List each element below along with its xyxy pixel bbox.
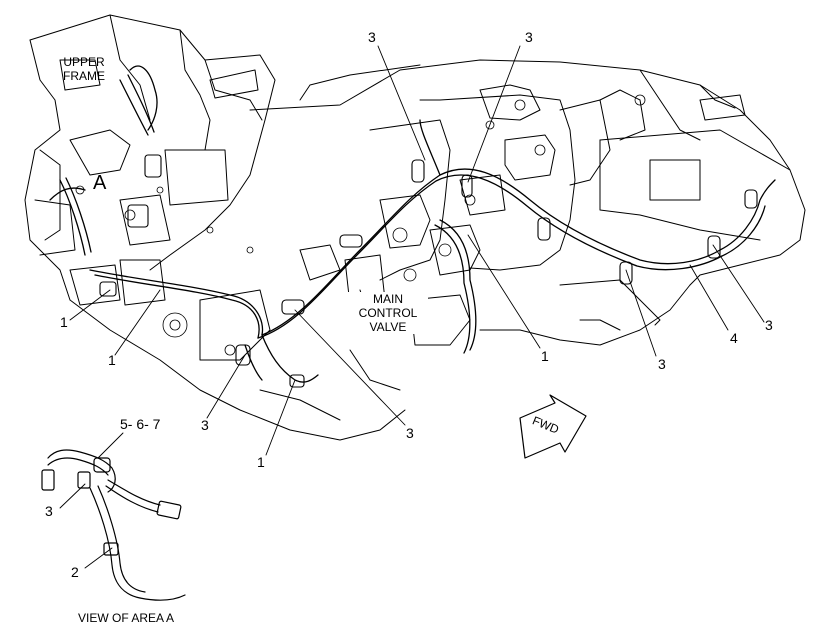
callout-1-right-mid: 1 bbox=[541, 348, 549, 364]
mounting-details bbox=[75, 94, 646, 356]
callout-3-center-bottom: 3 bbox=[406, 425, 414, 441]
callout-1-left-upper: 1 bbox=[60, 314, 68, 330]
callout-3-right-mid: 3 bbox=[658, 356, 666, 372]
callout-1-left-lower: 1 bbox=[108, 352, 116, 368]
upper-frame-label: UPPER FRAME bbox=[63, 55, 105, 83]
main-control-valve-label: MAIN CONTROL VALVE bbox=[348, 292, 428, 334]
callout-3-top-left: 3 bbox=[368, 29, 376, 45]
callout-3-top-right: 3 bbox=[525, 29, 533, 45]
callout-1-center-bottom: 1 bbox=[257, 454, 265, 470]
callout-3-far-right: 3 bbox=[765, 317, 773, 333]
area-a-detail-view bbox=[41, 449, 186, 601]
hose-clamps bbox=[99, 154, 758, 388]
callout-3-area-a-left: 3 bbox=[45, 503, 53, 519]
callout-5-6-7: 5- 6- 7 bbox=[120, 416, 161, 432]
wiring-harness bbox=[49, 65, 776, 383]
leader-lines bbox=[59, 45, 765, 569]
upper-frame-outline bbox=[24, 14, 406, 441]
callout-4-right: 4 bbox=[730, 330, 738, 346]
main-control-valve-outline bbox=[69, 84, 646, 421]
callout-3-left-mid: 3 bbox=[201, 417, 209, 433]
main-deck-outline bbox=[249, 59, 806, 346]
callout-2-area-a: 2 bbox=[71, 564, 79, 580]
area-a-marker: A bbox=[93, 172, 107, 194]
view-of-area-a-label: VIEW OF AREA A bbox=[78, 611, 175, 625]
forward-arrow-icon bbox=[519, 394, 587, 459]
